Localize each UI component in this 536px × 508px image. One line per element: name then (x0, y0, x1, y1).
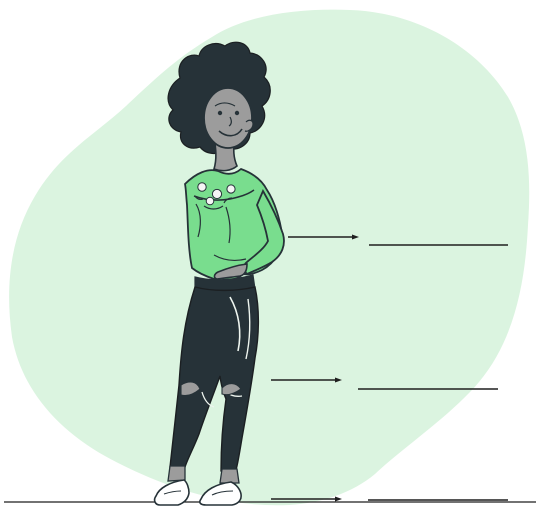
face (204, 88, 253, 148)
ankle (168, 466, 185, 481)
ankle (220, 469, 239, 483)
shoe-icon (155, 480, 189, 505)
